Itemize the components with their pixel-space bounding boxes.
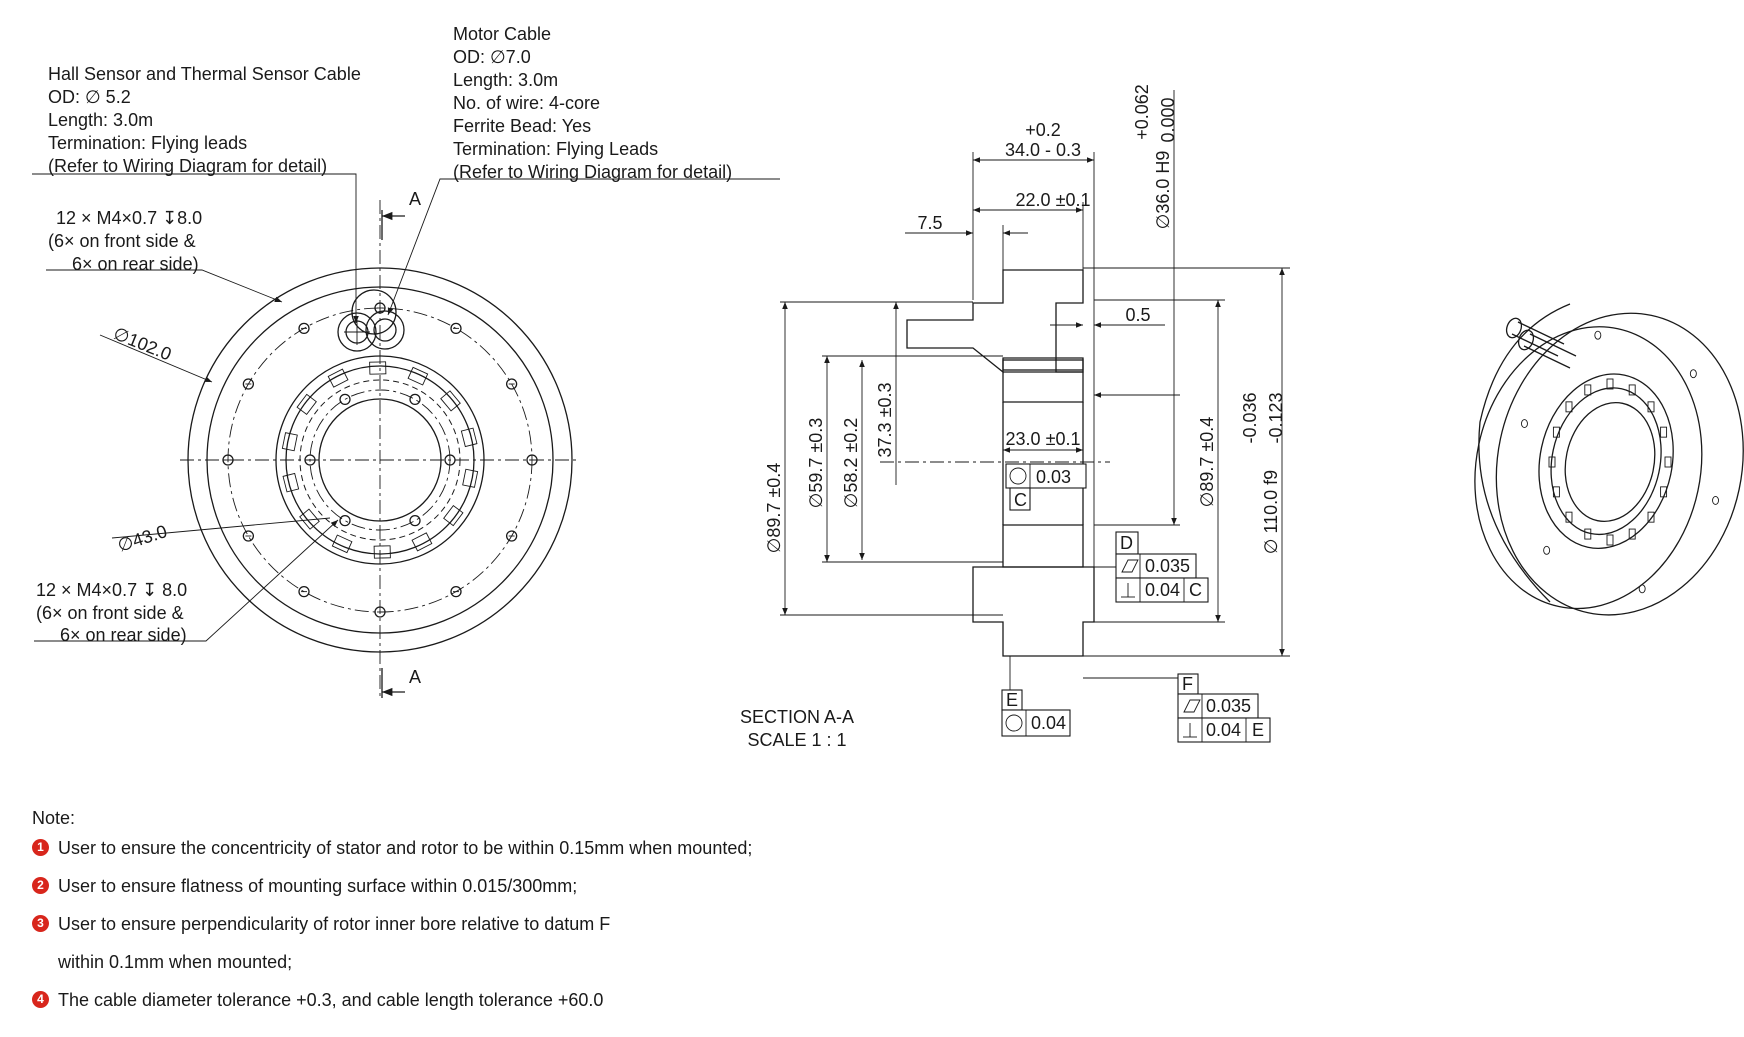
od-tol-upper: -0.036	[1240, 392, 1260, 443]
dia-89-7-left: ∅89.7 ±0.4	[764, 463, 784, 554]
rotor-lower-section	[972, 566, 1095, 657]
dia-58-2: ∅58.2 ±0.2	[841, 418, 861, 509]
notes-title: Note:	[32, 808, 76, 828]
note-number-badge: 4	[32, 991, 49, 1008]
dia-89-7-right: ∅89.7 ±0.4	[1197, 417, 1217, 508]
dim-23: 23.0 ±0.1	[1006, 429, 1081, 449]
holes-top-callout: 12 × M4×0.7 ↧8.0 (6× on front side & 6× …	[48, 208, 207, 274]
note-number-badge: 2	[32, 877, 49, 894]
isometric-view	[1474, 303, 1744, 616]
od-dimension: ∅ 110.0 f9	[1261, 470, 1281, 554]
holes-bottom-callout: 12 × M4×0.7 ↧ 8.0 (6× on front side & 6×…	[36, 580, 192, 645]
inner-diameter-label: ∅43.0	[115, 521, 169, 556]
note-item: 2 User to ensure flatness of mounting su…	[32, 876, 752, 896]
fcf-concentricity-c: 0.03 C	[1005, 463, 1087, 511]
bore-tol-lower: 0.000	[1158, 97, 1178, 142]
svg-text:E: E	[1006, 690, 1018, 710]
note-item: 4 The cable diameter tolerance +0.3, and…	[32, 990, 752, 1010]
svg-text:C: C	[1189, 580, 1202, 600]
svg-text:0.04: 0.04	[1145, 580, 1180, 600]
rotor-slots	[281, 361, 479, 559]
stator-lower-band	[1002, 524, 1084, 568]
width-tolerance: +0.2	[1025, 120, 1061, 140]
stator-upper-band	[1002, 371, 1084, 403]
front-view: A A Hall Sensor and Thermal Sensor Cable…	[32, 24, 780, 700]
fcf-datum-d: D 0.035 0.04 C	[1115, 531, 1209, 603]
hall-cable-callout: Hall Sensor and Thermal Sensor Cable OD:…	[48, 64, 366, 176]
section-view: +0.2 34.0 - 0.3 22.0 ±0.1 7.5 0.5 23.0 ±…	[740, 84, 1290, 750]
notes-section: Note: 1 User to ensure the concentricity…	[32, 808, 752, 1028]
svg-text:D: D	[1120, 533, 1133, 553]
bore-dimension: ∅36.0 H9	[1153, 151, 1173, 230]
dia-59-7: ∅59.7 ±0.3	[806, 418, 826, 509]
svg-text:0.035: 0.035	[1206, 696, 1251, 716]
svg-text:0.04: 0.04	[1031, 713, 1066, 733]
dim-7-5: 7.5	[917, 213, 942, 233]
section-title: SECTION A-A	[740, 707, 854, 727]
section-marker-bottom: A	[381, 667, 421, 698]
section-label-bottom: A	[409, 667, 421, 687]
svg-text:0.04: 0.04	[1206, 720, 1241, 740]
od-tol-lower: -0.123	[1266, 392, 1286, 443]
section-scale: SCALE 1 : 1	[747, 730, 846, 750]
note-text: User to ensure flatness of mounting surf…	[58, 876, 578, 896]
note-text: The cable diameter tolerance +0.3, and c…	[58, 990, 604, 1010]
svg-text:C: C	[1014, 490, 1027, 510]
motor-cable-callout: Motor Cable OD: ∅7.0 Length: 3.0m No. of…	[453, 24, 732, 182]
note-text: within 0.1mm when mounted;	[58, 952, 293, 972]
dim-22: 22.0 ±0.1	[1016, 190, 1091, 210]
dim-0-5: 0.5	[1125, 305, 1150, 325]
note-item: 3 User to ensure perpendicularity of rot…	[32, 914, 752, 934]
width-dimension: 34.0 - 0.3	[1005, 140, 1081, 160]
svg-text:0.03: 0.03	[1036, 467, 1071, 487]
outer-diameter-label: ∅102.0	[111, 323, 175, 364]
note-text: User to ensure perpendicularity of rotor…	[58, 914, 611, 934]
svg-text:0.035: 0.035	[1145, 556, 1190, 576]
note-number-badge: 3	[32, 915, 49, 932]
section-marker-top: A	[381, 189, 421, 240]
section-label-top: A	[409, 189, 421, 209]
svg-text:F: F	[1182, 674, 1193, 694]
dim-37-3: 37.3 ±0.3	[875, 383, 895, 458]
note-number-badge: 1	[32, 839, 49, 856]
bore-tol-upper: +0.062	[1132, 84, 1152, 140]
note-text: User to ensure the concentricity of stat…	[58, 838, 753, 858]
note-item: 1 User to ensure the concentricity of st…	[32, 838, 752, 858]
cable-glands	[337, 289, 405, 352]
svg-text:E: E	[1252, 720, 1264, 740]
fcf-datum-f: F 0.035 0.04 E	[1177, 673, 1271, 743]
fcf-datum-e: E 0.04	[1001, 689, 1071, 737]
note-item-continued: within 0.1mm when mounted;	[32, 952, 752, 972]
rotor-upper-section	[906, 269, 1084, 374]
